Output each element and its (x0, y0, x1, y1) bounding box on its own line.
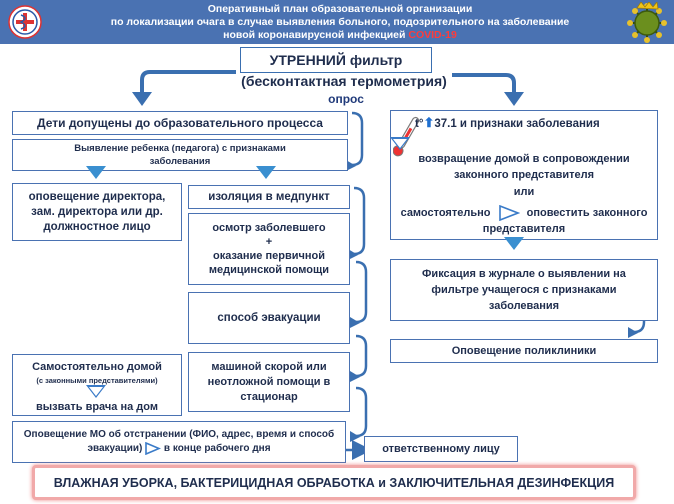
notify-mo-box: Оповещение МО об отстранении (ФИО, адрес… (12, 421, 346, 463)
temperature-symbol: t° (415, 118, 424, 130)
with-representatives-text: (с законными представителями) (36, 376, 158, 385)
exam-text-2: оказание первичной медицинской помощи (208, 250, 330, 276)
header-line-3: новой коронавирусной инфекцией COVID-19 (60, 29, 620, 42)
arrow-down-isolation (256, 166, 276, 179)
arrow-right-outline-icon (498, 204, 520, 222)
header-line-1: Оперативный план образовательной организ… (207, 3, 473, 15)
isolation-box: изоляция в медпункт (188, 185, 350, 209)
clinic-notify-box: Оповещение поликлиники (390, 339, 658, 363)
survey-label: опрос (328, 92, 364, 106)
exam-text-1: осмотр заболевшего (212, 222, 326, 234)
examination-box: осмотр заболевшего + оказание первичной … (188, 213, 350, 285)
or-text: или (513, 186, 535, 198)
journal-box: Фиксация в журнале о выявлении на фильтр… (390, 259, 658, 321)
notify-representative-text: оповестить законного представителя (482, 207, 648, 236)
arrow-to-left-branch (140, 70, 236, 98)
detection-box: Выявление ребенка (педагога) с признакам… (12, 139, 348, 171)
notify-director-box: оповещение директора, зам. директора или… (12, 183, 182, 241)
evacuation-box: способ эвакуации (188, 292, 350, 344)
arrow-up-icon: ⬆ (423, 115, 435, 130)
temperature-value: 37.1 и признаки заболевания (434, 118, 600, 130)
header-banner: Оперативный план образовательной организ… (0, 0, 674, 44)
arrow-down-journal (504, 237, 524, 250)
children-admitted-box: Дети допущены до образовательного процес… (12, 111, 348, 135)
arrow-down-symptoms (390, 137, 410, 150)
morning-filter-box: УТРЕННИЙ фильтр (240, 47, 432, 73)
header-covid-highlight: COVID-19 (408, 29, 457, 41)
filter-subtitle: (бесконтактная термометрия) (241, 73, 447, 89)
virus-icon (627, 2, 667, 43)
header-line-3-prefix: новой коронавирусной инфекцией (223, 29, 406, 41)
medical-emblem-icon (8, 5, 42, 39)
arrow-to-right-branch (452, 73, 516, 97)
arrow-down-notify (86, 166, 106, 179)
independently-text: самостоятельно (400, 207, 491, 219)
notify-mo-text: Оповещение МО об отстранении (ФИО, адрес… (23, 429, 335, 455)
symptoms-box: t°⬆37.1 и признаки заболевания возвращен… (390, 110, 658, 240)
responsible-person-box: ответственному лицу (364, 436, 518, 462)
end-of-day-text: в конце рабочего дня (163, 443, 271, 455)
return-home-text: возвращение домой в сопровождении законн… (418, 153, 630, 181)
disinfection-banner: ВЛАЖНАЯ УБОРКА, БАКТЕРИЦИДНАЯ ОБРАБОТКА … (32, 465, 636, 500)
ambulance-box: машиной скорой или неотложной помощи в с… (188, 352, 350, 412)
exam-plus: + (265, 236, 273, 248)
arrow-right-outline-icon (145, 441, 162, 456)
arrow-down-call-doctor (86, 385, 106, 398)
header-line-2: по локализации очага в случае выявления … (110, 16, 570, 28)
call-doctor-text: вызвать врача на дом (36, 401, 158, 413)
home-independently-text: Самостоятельно домой (32, 361, 162, 373)
